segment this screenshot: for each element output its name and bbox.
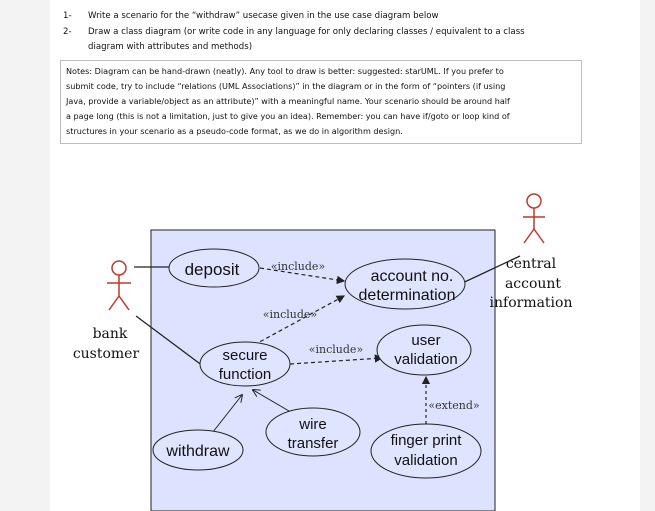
include-line (259, 267, 346, 285)
question-number: 2- (63, 27, 72, 37)
usecase-label: determination (359, 287, 456, 304)
generalization-line (208, 395, 242, 438)
usecase-label: function (219, 366, 272, 383)
usecase-label: user (411, 332, 440, 349)
actor-label: central (506, 256, 557, 272)
notes-line: Java, provide a variable/object as an at… (66, 96, 510, 106)
notes-line: structures in your scenario as a pseudo-… (66, 126, 403, 136)
actor-label: information (490, 295, 573, 311)
include-label: «include» (263, 308, 317, 321)
usecase-label: wire (298, 416, 327, 433)
include-line (253, 295, 346, 346)
association-line (135, 315, 212, 373)
usecase-finger-print-validation (370, 423, 482, 479)
actor-label: bank (93, 326, 128, 342)
notes-line: a page long (this is not a limitation, j… (66, 111, 510, 121)
include-line (289, 354, 384, 365)
usecase-label: withdraw (165, 443, 230, 460)
notes-line: submit code, try to include “relations (… (66, 81, 506, 91)
bank-customer-actor-icon (107, 260, 131, 311)
usecase-label: account no. (371, 268, 454, 285)
notes-line: Notes: Diagram can be hand-drawn (neatly… (66, 66, 504, 76)
usecase-label: validation (394, 351, 457, 368)
question-text: Draw a class diagram (or write code in a… (88, 27, 525, 37)
usecase-wire-transfer (265, 407, 361, 457)
usecase-secure-function (199, 341, 291, 387)
include-label: «include» (309, 343, 363, 356)
central-account-actor-icon (523, 193, 545, 244)
usecase-label: secure (222, 347, 267, 364)
extend-label: «extend» (428, 399, 479, 412)
usecase-user-validation (376, 324, 472, 376)
association-line (455, 255, 521, 287)
actor-label: account (505, 276, 561, 292)
include-label: «include» (271, 260, 325, 273)
usecase-label: validation (394, 452, 457, 469)
question-text: diagram with attributes and methods) (88, 42, 253, 52)
usecase-label: transfer (288, 435, 339, 452)
usecase-account-no-determination (344, 258, 466, 310)
usecase-withdraw (152, 429, 244, 471)
usecase-label: deposit (185, 260, 240, 279)
actor-label: customer (73, 346, 140, 362)
question-text: Write a scenario for the “withdraw” usec… (88, 11, 439, 21)
question-number: 1- (63, 11, 72, 21)
usecase-deposit (168, 248, 260, 288)
notes-box: Notes: Diagram can be hand-drawn (neatly… (60, 60, 582, 144)
usecase-label: finger print (391, 432, 463, 449)
